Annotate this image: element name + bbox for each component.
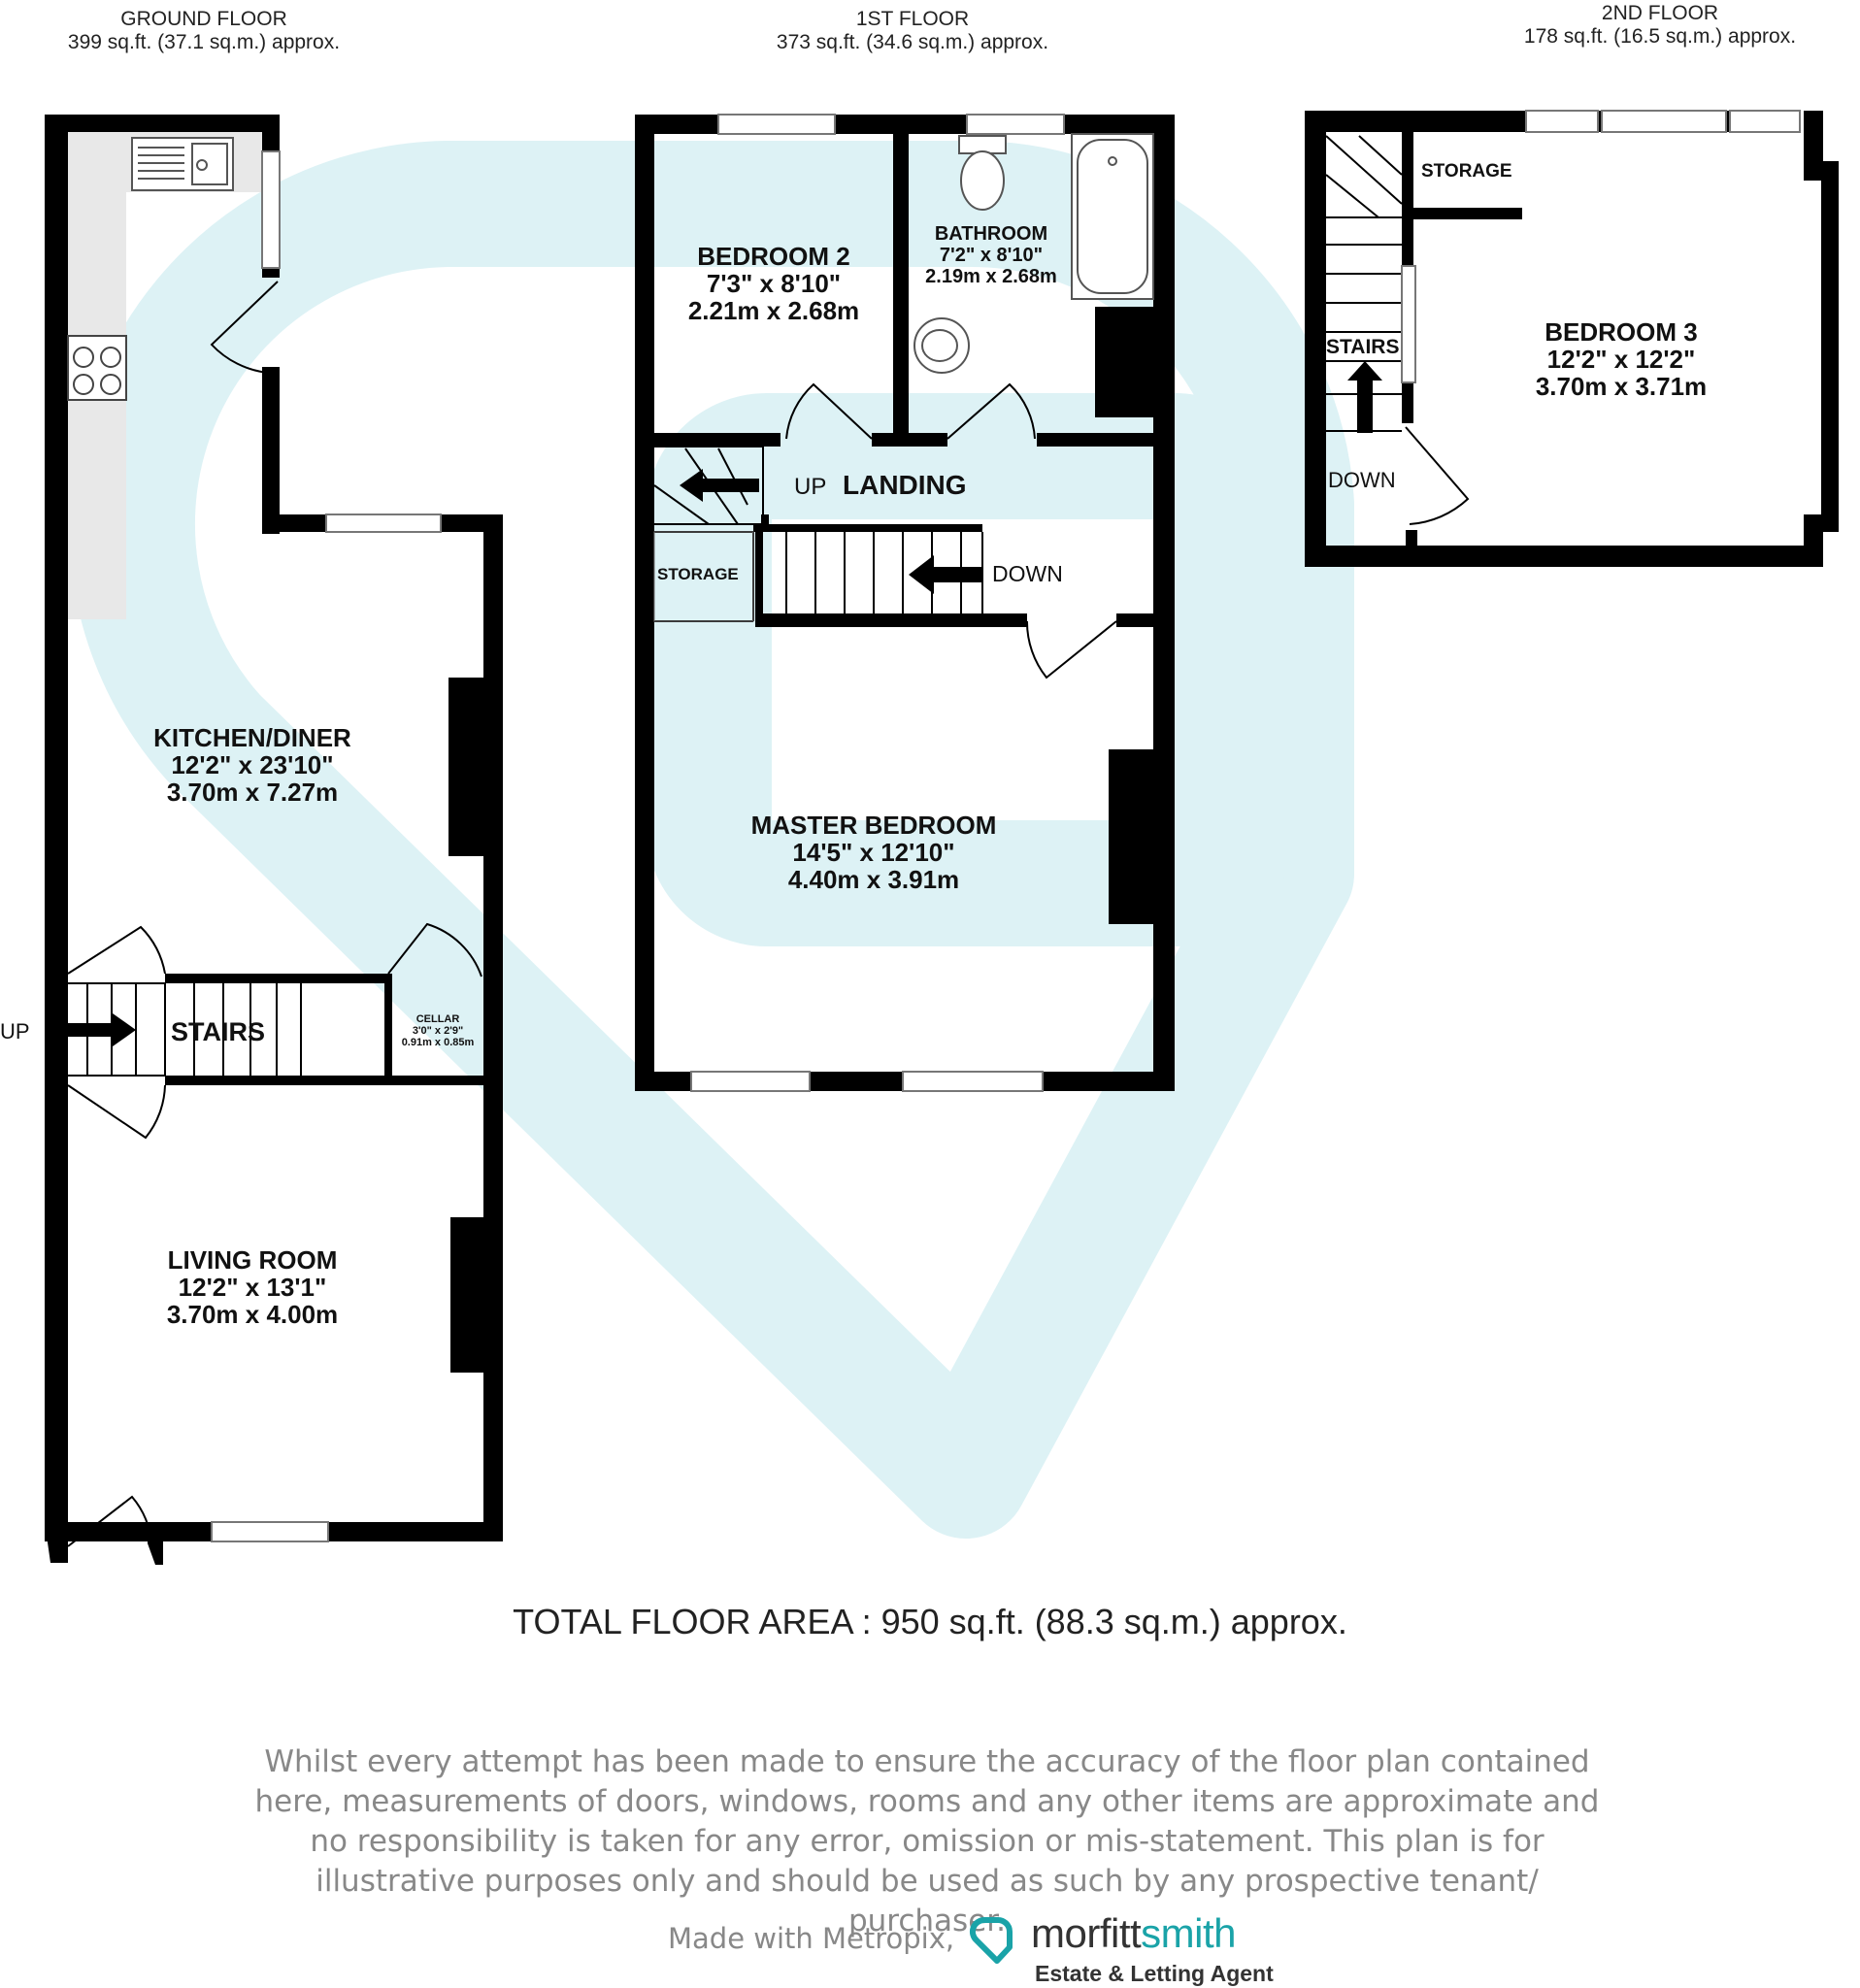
room-kitchen-diner: KITCHEN/DINER 12'2" x 23'10" 3.70m x 7.2… — [107, 724, 398, 806]
room-metric: 2.21m x 2.68m — [687, 296, 860, 325]
room-imperial: 14'5" x 12'10" — [792, 838, 955, 867]
made-with-metropix: Made with Metropix, — [668, 1922, 955, 1955]
floor-name: GROUND FLOOR — [120, 8, 287, 30]
room-metric: 3.70m x 3.71m — [1535, 372, 1708, 401]
heart-logo-icon — [969, 1916, 1013, 1964]
first-storage-label: STORAGE — [657, 565, 739, 583]
second-storage-label: STORAGE — [1421, 161, 1512, 182]
first-doors — [785, 382, 1117, 679]
first-down-label: DOWN — [992, 561, 1063, 586]
room-name: BEDROOM 2 — [697, 242, 850, 271]
room-name: LIVING ROOM — [167, 1245, 338, 1275]
disclaimer-line: here, measurements of doors, windows, ro… — [254, 1784, 1600, 1819]
room-name: MASTER BEDROOM — [750, 811, 997, 840]
watermark-heart-logo — [68, 140, 1354, 1539]
room-metric: 3.70m x 4.00m — [166, 1300, 339, 1329]
room-living-room: LIVING ROOM 12'2" x 13'1" 3.70m x 4.00m — [107, 1246, 398, 1328]
ground-stairs-label: STAIRS — [171, 1017, 266, 1046]
first-floor-heading: 1ST FLOOR 373 sq.ft. (34.6 sq.m.) approx… — [738, 8, 1087, 54]
floor-area: 373 sq.ft. (34.6 sq.m.) approx. — [776, 31, 1049, 53]
second-stairs-label: STAIRS — [1326, 336, 1400, 358]
room-imperial: 12'2" x 23'10" — [171, 750, 334, 779]
room-name: BEDROOM 3 — [1544, 317, 1698, 347]
ground-up-label: UP — [0, 1019, 30, 1044]
room-metric: 0.91m x 0.85m — [401, 1037, 475, 1048]
room-imperial: 12'2" x 13'1" — [178, 1273, 327, 1302]
room-name: KITCHEN/DINER — [153, 723, 351, 752]
room-name: BATHROOM — [934, 223, 1048, 245]
toilet-icon — [958, 135, 1007, 211]
first-windows — [690, 114, 1065, 1092]
storage-area — [653, 531, 754, 622]
sink-icon — [131, 137, 234, 191]
room-cellar: CELLAR 3'0" x 2'9" 0.91m x 0.85m — [392, 1013, 483, 1048]
room-imperial: 7'2" x 8'10" — [939, 245, 1044, 266]
basin-icon — [913, 317, 970, 374]
brand-tagline: Estate & Letting Agent — [1035, 1961, 1274, 1986]
ground-doors — [67, 281, 482, 1547]
ground-floor-heading: GROUND FLOOR 399 sq.ft. (37.1 sq.m.) app… — [29, 8, 379, 54]
disclaimer: Whilst every attempt has been made to en… — [252, 1742, 1602, 1941]
floor-name: 1ST FLOOR — [855, 8, 970, 30]
room-metric: 3.70m x 7.27m — [166, 778, 339, 807]
brand-smith: smith — [1141, 1910, 1237, 1956]
second-down-label: DOWN — [1328, 468, 1396, 492]
disclaimer-line: Whilst every attempt has been made to en… — [264, 1744, 1590, 1779]
room-imperial: 7'3" x 8'10" — [706, 269, 842, 298]
total-floor-area: TOTAL FLOOR AREA : 950 sq.ft. (88.3 sq.m… — [513, 1602, 1347, 1641]
room-bedroom-3: BEDROOM 3 12'2" x 12'2" 3.70m x 3.71m — [1495, 318, 1747, 400]
room-bathroom: BATHROOM 7'2" x 8'10" 2.19m x 2.68m — [903, 223, 1079, 287]
room-name: CELLAR — [415, 1013, 460, 1025]
landing-label: LANDING — [843, 470, 967, 500]
room-metric: 4.40m x 3.91m — [787, 865, 960, 894]
brand-logo: morfittsmith — [1031, 1910, 1237, 1957]
second-doors — [1405, 426, 1470, 525]
second-windows — [1401, 110, 1801, 383]
room-imperial: 12'2" x 12'2" — [1546, 345, 1696, 374]
floor-area: 399 sq.ft. (37.1 sq.m.) approx. — [67, 31, 341, 53]
second-floor-heading: 2ND FLOOR 178 sq.ft. (16.5 sq.m.) approx… — [1485, 2, 1835, 49]
floor-area: 178 sq.ft. (16.5 sq.m.) approx. — [1523, 25, 1797, 48]
floor-name: 2ND FLOOR — [1601, 2, 1719, 24]
bath-icon — [1071, 133, 1154, 300]
room-metric: 2.19m x 2.68m — [925, 266, 1057, 287]
room-master-bedroom: MASTER BEDROOM 14'5" x 12'10" 4.40m x 3.… — [709, 812, 1039, 893]
hob-icon — [67, 335, 127, 401]
disclaimer-line: no responsibility is taken for any error… — [310, 1824, 1544, 1859]
room-imperial: 3'0" x 2'9" — [412, 1025, 464, 1037]
first-up-label: UP — [794, 474, 827, 500]
second-stairs-treads — [1325, 135, 1403, 432]
room-bedroom-2: BEDROOM 2 7'3" x 8'10" 2.21m x 2.68m — [654, 243, 893, 324]
brand-morfitt: morfitt — [1031, 1910, 1142, 1956]
ground-windows — [211, 150, 442, 1542]
